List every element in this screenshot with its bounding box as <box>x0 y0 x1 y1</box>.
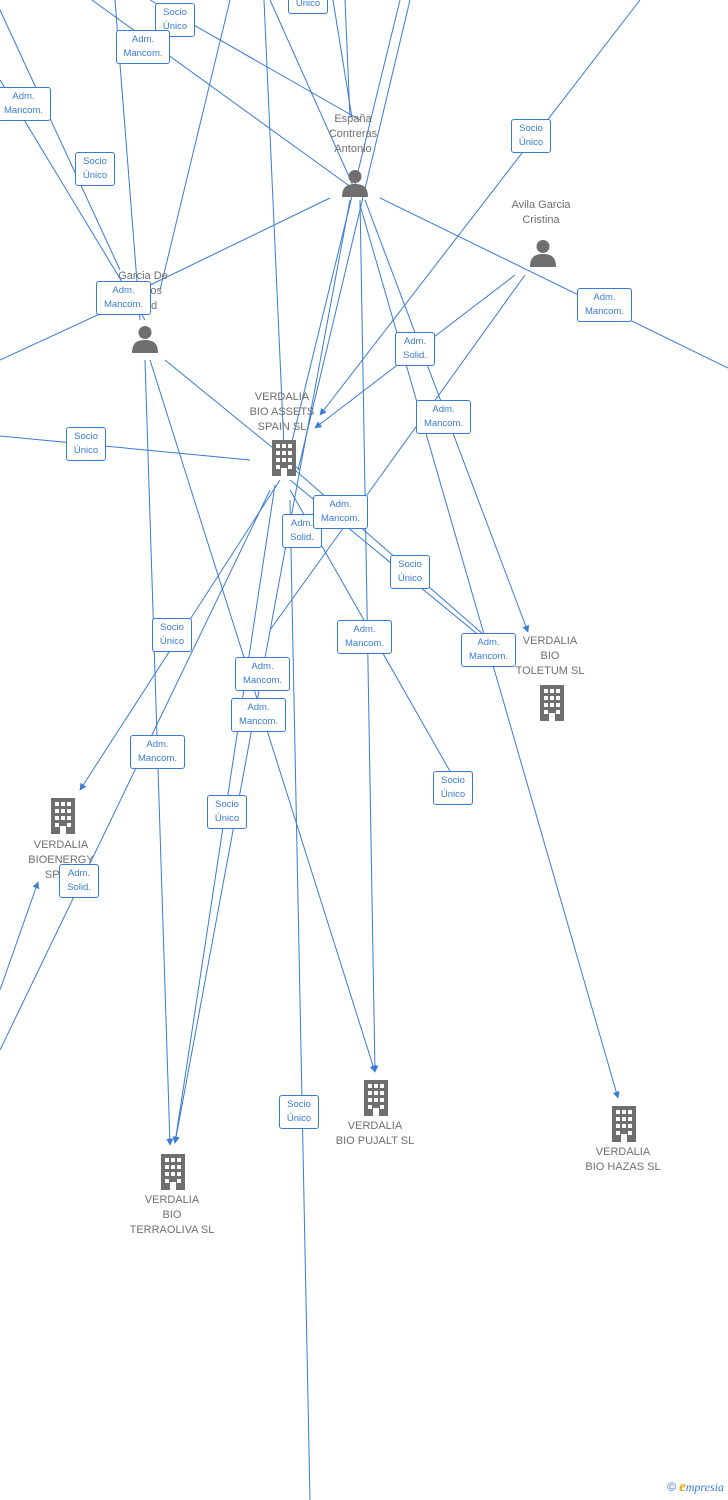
name-line: Garcia De <box>118 270 168 282</box>
relationship-edge <box>269 274 526 631</box>
relation-badge[interactable]: Adm.Mancom. <box>116 30 170 64</box>
building-icon[interactable] <box>361 1080 391 1116</box>
name-line: BIO PUJALT SL <box>335 1135 415 1147</box>
name-line: VERDALIA <box>522 635 578 647</box>
relation-badge[interactable]: Adm.Mancom. <box>231 698 286 732</box>
relationship-edge <box>379 197 728 369</box>
relationship-edge <box>0 435 251 461</box>
person-icon[interactable] <box>528 238 558 268</box>
relation-badge[interactable]: Adm.Solid. <box>59 864 99 898</box>
name-line: España <box>334 113 372 125</box>
name-line: SPAIN SL <box>257 421 307 433</box>
relation-badge[interactable]: Adm.Mancom. <box>313 495 368 529</box>
name-line: BIO HAZAS SL <box>585 1161 661 1173</box>
name-line: VERDALIA <box>144 1194 200 1206</box>
relation-badge[interactable]: Adm.Mancom. <box>96 281 151 315</box>
relationship-edge <box>269 0 356 191</box>
company-verdalia-bio-pujalt-label[interactable]: VERDALIA BIO PUJALT SL <box>319 1119 431 1149</box>
relation-badge[interactable]: Adm.Mancom. <box>461 633 516 667</box>
building-icon[interactable] <box>269 440 299 476</box>
empresia-logo-text: mpresia <box>685 1480 724 1494</box>
building-icon[interactable] <box>158 1154 188 1190</box>
relationship-edge <box>319 0 641 416</box>
company-verdalia-bio-toletum-label[interactable]: VERDALIA BIO TOLETUM SL <box>500 634 600 679</box>
relationship-edge <box>344 0 351 119</box>
name-line: TOLETUM SL <box>515 665 585 677</box>
company-verdalia-bio-assets-spain-label[interactable]: VERDALIA BIO ASSETS SPAIN SL <box>232 390 332 435</box>
relation-badge[interactable]: Adm.Mancom. <box>235 657 290 691</box>
name-line: VERDALIA <box>347 1120 403 1132</box>
company-verdalia-bio-terraoliva-label[interactable]: VERDALIA BIO TERRAOLIVA SL <box>116 1193 228 1238</box>
person-icon[interactable] <box>340 168 370 198</box>
building-icon[interactable] <box>537 685 567 721</box>
relation-badge[interactable]: Único <box>288 0 328 14</box>
relation-badge[interactable]: Adm.Mancom. <box>130 735 185 769</box>
relation-badge[interactable]: Adm.Mancom. <box>577 288 632 322</box>
relationship-edge <box>159 0 231 291</box>
relationship-edge <box>289 499 311 1500</box>
person-espana-contreras-antonio-label[interactable]: España Contreras Antonio <box>303 112 403 157</box>
relationship-edge <box>139 197 331 291</box>
name-line: BIO <box>162 1209 182 1221</box>
name-line: VERDALIA <box>595 1146 651 1158</box>
relation-badge[interactable]: Adm.Solid. <box>395 332 435 366</box>
relationship-edge <box>284 0 401 471</box>
copyright-symbol: © <box>667 1480 677 1494</box>
name-line: VERDALIA <box>33 839 89 851</box>
name-line: Contreras <box>328 128 378 140</box>
building-icon[interactable] <box>609 1106 639 1142</box>
name-line: Cristina <box>522 214 560 226</box>
relation-badge[interactable]: Adm.Mancom. <box>337 620 392 654</box>
relationship-edge <box>0 9 121 271</box>
name-line: BIO ASSETS <box>249 406 315 418</box>
name-line: BIOENERGY <box>28 854 94 866</box>
relationship-edge <box>263 0 286 471</box>
empresia-logo-letter: e <box>679 1479 686 1495</box>
empresia-brand-footer[interactable]: ©empresia <box>667 1479 724 1496</box>
person-avila-garcia-cristina-label[interactable]: Avila Garcia Cristina <box>491 198 591 228</box>
name-line: Avila Garcia <box>511 199 571 211</box>
company-verdalia-bio-hazas-label[interactable]: VERDALIA BIO HAZAS SL <box>567 1145 679 1175</box>
relation-badge[interactable]: Adm.Mancom. <box>0 87 51 121</box>
relationship-edge <box>297 0 411 471</box>
relation-badge[interactable]: Adm.Mancom. <box>416 400 471 434</box>
name-line: BIO <box>540 650 560 662</box>
relationship-edge <box>0 881 40 991</box>
building-icon[interactable] <box>48 798 78 834</box>
relationship-edge <box>0 489 271 1051</box>
person-icon[interactable] <box>130 324 160 354</box>
name-line: VERDALIA <box>254 391 310 403</box>
name-line: Antonio <box>334 143 372 155</box>
company-verdalia-bioenergy-spain-label[interactable]: VERDALIA BIOENERGY SPAIN <box>11 838 111 883</box>
name-line: TERRAOLIVA SL <box>129 1224 215 1236</box>
